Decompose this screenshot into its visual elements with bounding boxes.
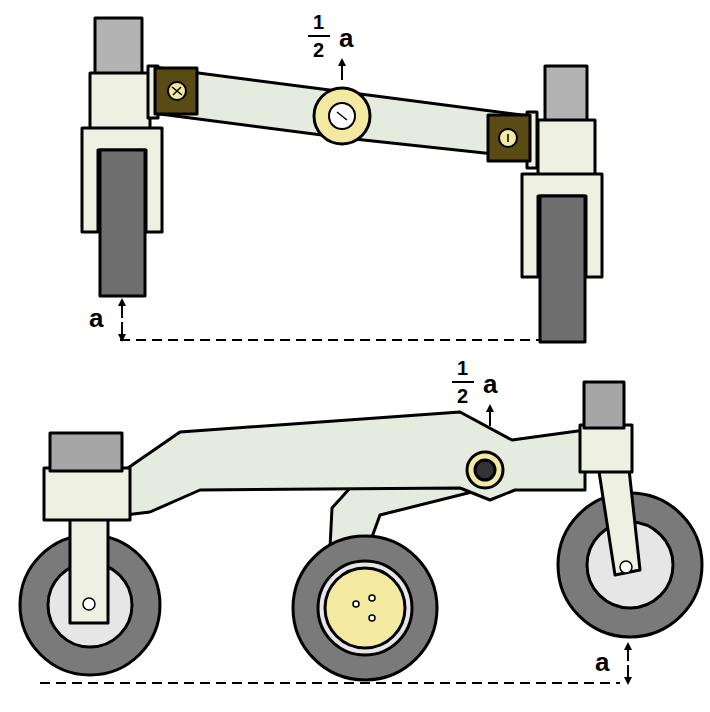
dimension-label: a [483, 371, 497, 397]
fraction-denominator: 2 [313, 40, 324, 60]
dimension-label: a [339, 25, 353, 51]
beam [160, 68, 530, 158]
fraction-numerator: 1 [457, 358, 468, 378]
fraction-bar [452, 381, 474, 383]
dimension-label: a [89, 305, 103, 331]
dimension-label: a [595, 649, 609, 675]
fraction-numerator: 1 [313, 12, 324, 32]
fraction-bar [308, 35, 330, 37]
fraction-denominator: 2 [457, 386, 468, 406]
